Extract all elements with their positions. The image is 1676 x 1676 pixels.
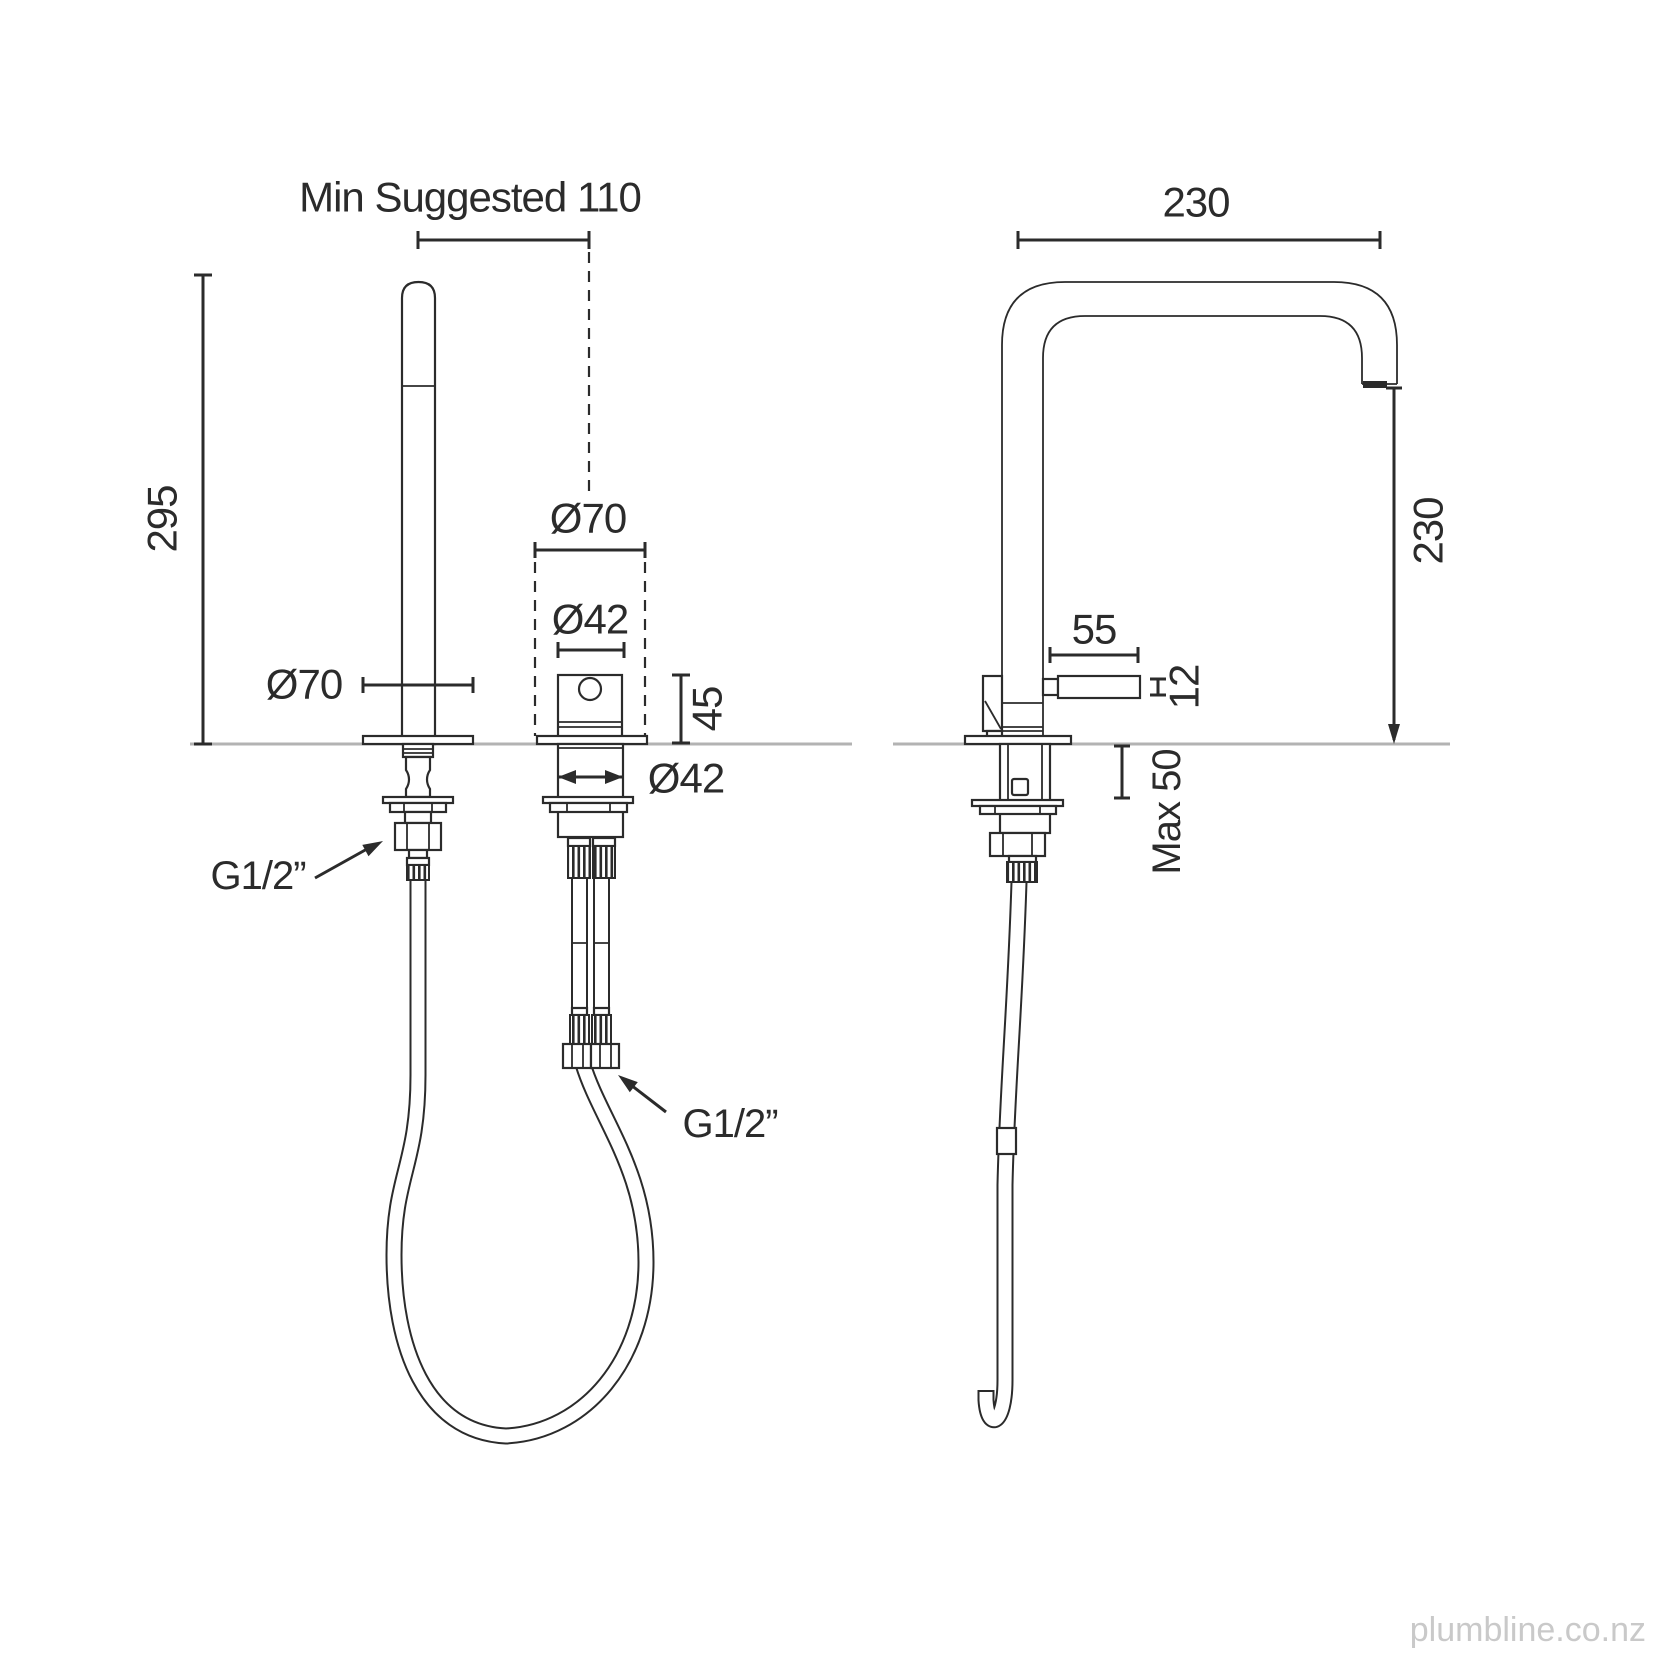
dim-max-bench-thickness: Max 50 bbox=[1145, 749, 1189, 874]
mixer-shank bbox=[556, 742, 625, 839]
handle-lever bbox=[1056, 674, 1142, 700]
dim-handle-length: 55 bbox=[1072, 606, 1117, 653]
spray-wand bbox=[361, 280, 475, 881]
dim-mixer-flange-diameter: Ø70 bbox=[550, 495, 626, 542]
spray-hose-loop bbox=[385, 880, 655, 1445]
supply-hex-nut-right bbox=[589, 1042, 621, 1070]
hose-clip bbox=[995, 1126, 1018, 1156]
dim-handle-diameter: 12 bbox=[1161, 665, 1208, 710]
supply-hoses bbox=[571, 878, 610, 1010]
spray-hex-nut bbox=[393, 821, 443, 852]
side-view: 230 230 55 12 Max 50 bbox=[963, 179, 1452, 1429]
spray-holder-bracket bbox=[981, 674, 1004, 740]
dim-mixer-shank-diameter: Ø42 bbox=[648, 755, 724, 802]
dim-mixer-body-height: 45 bbox=[684, 687, 731, 732]
front-view: 295 Min Suggested 110 Ø70 Ø70 Ø42 bbox=[139, 174, 779, 1445]
front-view-dimensions: 295 Min Suggested 110 Ø70 Ø70 Ø42 bbox=[139, 174, 779, 1147]
dim-overall-height: 295 bbox=[139, 485, 186, 552]
side-hose bbox=[977, 881, 1028, 1429]
mixer-deck-flange bbox=[535, 734, 649, 746]
spray-deck-flange bbox=[361, 734, 475, 746]
dim-spout-height: 230 bbox=[1405, 497, 1452, 564]
handle bbox=[1041, 674, 1142, 700]
spout-aerator bbox=[1363, 381, 1387, 388]
dim-spray-flange-diameter: Ø70 bbox=[266, 661, 342, 708]
label-supply-hose-connection: G1/2” bbox=[682, 1102, 777, 1146]
label-spray-hose-connection: G1/2” bbox=[210, 854, 305, 898]
side-deck-flange bbox=[963, 734, 1073, 746]
mixer-indicator-dot bbox=[577, 676, 603, 702]
spout bbox=[1001, 281, 1398, 744]
watermark-text: plumbline.co.nz bbox=[1410, 1611, 1646, 1649]
dim-min-suggested: Min Suggested 110 bbox=[299, 174, 641, 221]
side-mounting bbox=[963, 734, 1073, 883]
side-hex-nut bbox=[988, 831, 1047, 858]
mixer-control bbox=[535, 673, 649, 1070]
dim-mixer-body-diameter: Ø42 bbox=[552, 596, 628, 643]
dim-spout-reach: 230 bbox=[1162, 179, 1229, 226]
side-view-dimensions: 230 230 55 12 Max 50 bbox=[1016, 179, 1452, 875]
spray-hose-crimp bbox=[406, 864, 430, 881]
supply-hex-nut-left bbox=[561, 1042, 593, 1070]
handle-joint bbox=[1041, 677, 1060, 697]
side-hose-crimp bbox=[1006, 861, 1038, 883]
